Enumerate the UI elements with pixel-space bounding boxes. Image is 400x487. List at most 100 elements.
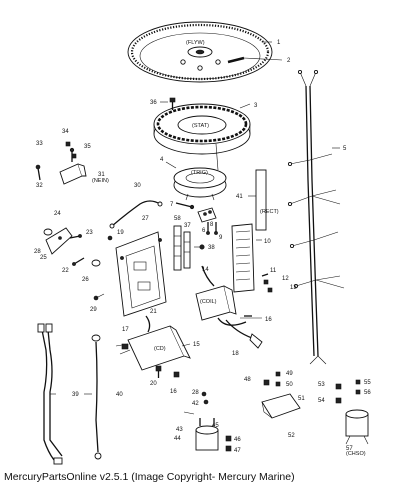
ground-lead-40[interactable] [91,334,102,460]
spark-plug-lead[interactable] [225,319,263,349]
coil-label: (COIL) [200,299,217,305]
terminal-strip-58[interactable] [173,225,182,271]
engine-harness[interactable] [287,69,345,365]
callout-29: 29 [90,307,97,313]
callout-8: 8 [210,222,214,228]
callout-28: 28 [34,249,41,255]
callout-numbers: 1 2 3 4 5 6 7 8 9 10 11 12 13 14 15 16 1… [34,40,371,454]
screw-32-33[interactable] [35,164,41,181]
starter-solenoid[interactable] [195,418,219,451]
callout-6: 6 [202,228,206,234]
callout-36: 36 [150,100,157,106]
screw-23[interactable] [69,234,82,239]
terminal-strip-37[interactable] [183,231,191,269]
callout-24: 24 [54,211,61,217]
insulator-41[interactable] [255,169,267,231]
screw-8-9[interactable] [206,222,218,235]
screw-29[interactable] [93,293,105,301]
callout-53: 53 [318,382,325,388]
lead-30[interactable] [109,200,163,229]
callout-23: 23 [86,230,93,236]
callout-50: 50 [286,382,293,388]
callout-42: 42 [192,401,199,407]
callout-35: 35 [84,144,91,150]
callout-27: 27 [142,216,149,222]
callout-58: 58 [174,216,181,222]
callout-55: 55 [364,380,371,386]
image-caption: MercuryPartsOnline v2.5.1 (Image Copyrig… [4,471,295,483]
callout-38: 38 [208,245,215,251]
callout-45: 45 [212,423,219,429]
callout-4: 4 [160,157,164,163]
lead-21[interactable] [145,315,151,333]
callout-25: 25 [40,255,47,261]
cd-module[interactable] [115,325,191,371]
callout-21: 21 [150,309,157,315]
callout-49: 49 [286,371,293,377]
screw-20[interactable] [155,365,162,378]
callout-47: 47 [234,448,241,454]
grommet-24[interactable] [43,228,53,236]
choke-solenoid-label: (CHSO) [346,451,366,457]
callout-2: 2 [287,58,291,64]
stator-label: (STAT) [192,123,209,129]
callout-34: 34 [62,129,69,135]
screw-17[interactable] [121,343,129,350]
callout-37: 37 [184,223,191,229]
callout-9: 9 [219,235,223,241]
callout-12: 12 [282,276,289,282]
callout-31: 31 [98,172,105,178]
screw-38[interactable] [194,244,205,250]
fasteners-53-56[interactable] [335,379,361,404]
callout-14: 14 [202,267,209,273]
flywheel[interactable] [127,21,273,83]
screws-11-13[interactable] [261,273,273,293]
screw-34-35[interactable] [65,141,77,159]
fasteners-46-47[interactable] [225,435,232,452]
screw-19[interactable] [107,235,113,241]
rectifier[interactable] [231,223,255,293]
callout-17: 17 [122,327,129,333]
choke-solenoid[interactable] [345,409,369,445]
callout-10: 10 [264,239,271,245]
callout-54: 54 [318,398,325,404]
ignition-coil[interactable] [195,265,247,326]
leader-lines [50,41,340,395]
callout-39: 39 [72,392,79,398]
rectifier-label: (RECT) [260,209,279,215]
bracket-52[interactable] [261,393,301,419]
mounting-bracket[interactable] [115,231,167,317]
callout-3: 3 [254,103,258,109]
callout-1: 1 [277,40,281,46]
screw-22[interactable] [72,257,85,266]
screw-7[interactable] [175,202,195,210]
trigger-label: (TRIG) [191,170,208,176]
callout-19: 19 [117,230,124,236]
cd-module-label: (CD) [154,346,166,352]
trigger[interactable] [173,167,227,201]
callout-46: 46 [234,437,241,443]
callout-18: 18 [232,351,239,357]
screw-36[interactable] [169,97,176,110]
callout-43: 43 [176,427,183,433]
callout-44: 44 [174,436,181,442]
clamp-26[interactable] [91,259,101,267]
bracket-25[interactable] [45,227,73,255]
battery-cable-39[interactable] [37,323,63,465]
callout-32: 32 [36,183,43,189]
callout-13: 13 [290,285,297,291]
terminal-block[interactable] [197,207,217,223]
neutral-switch[interactable] [59,147,87,185]
stator[interactable] [153,103,251,171]
callout-20: 20 [150,381,157,387]
callout-11: 11 [270,268,277,274]
callout-7: 7 [170,202,174,208]
fasteners-48-50[interactable] [263,371,281,387]
callout-41: 41 [236,194,243,200]
flywheel-label: (FLYW) [186,40,205,46]
fasteners-42-43[interactable] [183,391,209,415]
callout-48: 48 [244,377,251,383]
screw-16[interactable] [173,315,252,378]
callout-51: 51 [298,396,305,402]
